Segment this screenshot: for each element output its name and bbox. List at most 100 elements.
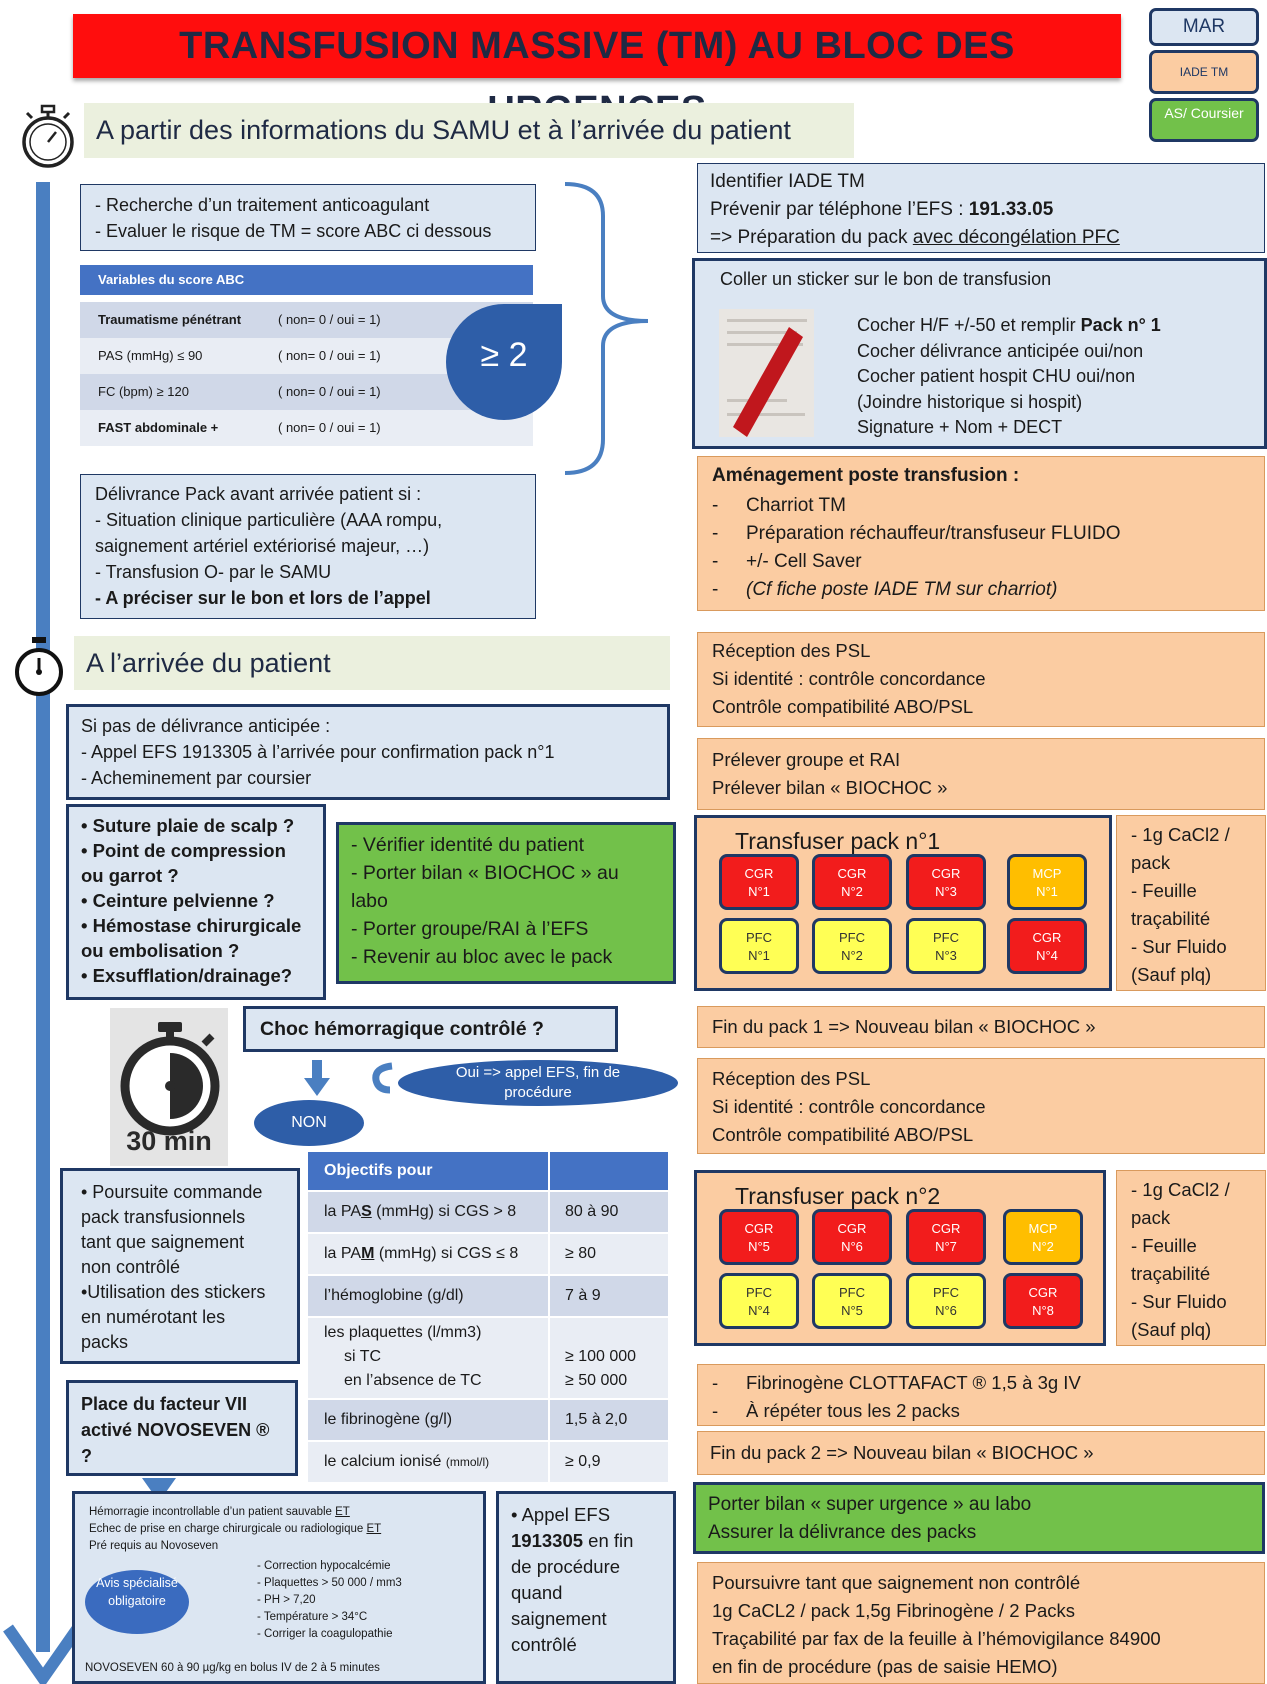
pack-note-line: - 1g CaCl2 / <box>1131 824 1230 845</box>
delivrance-line: - Transfusion O- par le SAMU <box>95 562 332 582</box>
pack-note-line: - Feuille <box>1131 880 1197 901</box>
poursuivre-line: 1g CaCL2 / pack 1,5g Fibrinogène / 2 Pac… <box>712 1600 1076 1621</box>
poursuite-line: non contrôlé <box>81 1257 181 1277</box>
amenagement-item: -+/- Cell Saver <box>712 551 862 572</box>
fin-pack-2: Fin du pack 2 => Nouveau bilan « BIOCHOC… <box>697 1431 1265 1475</box>
super-urgence-line: Porter bilan « super urgence » au labo <box>708 1494 1032 1515</box>
poursuite-line: •Utilisation des stickers <box>81 1282 266 1302</box>
novoseven-q-line: Place du facteur VII <box>81 1394 248 1414</box>
stopwatch-icon <box>22 104 74 168</box>
iade-text: => Préparation du pack <box>710 227 913 248</box>
delivrance-line: saignement artériel extériorisé majeur, … <box>95 536 430 556</box>
coursier-item: labo <box>351 890 388 912</box>
curved-arrow-icon <box>372 1062 393 1094</box>
anticoag-line: - Evaluer le risque de TM = score ABC ci… <box>95 221 492 241</box>
efs-phone: 191.33.05 <box>968 199 1054 220</box>
abc-label: FC (bpm) ≥ 120 <box>98 384 189 399</box>
pack-2-notes: - 1g CaCl2 / pack - Feuille traçabilité … <box>1116 1170 1266 1346</box>
sticker-image <box>719 309 814 437</box>
threshold-drop <box>446 304 562 420</box>
pack-note-line: (Sauf plq) <box>1131 1319 1212 1340</box>
poursuivre-line: Poursuivre tant que saignement non contr… <box>712 1572 1081 1593</box>
role-badge-iade: IADE TM <box>1149 50 1259 94</box>
anticoag-line: - Recherche d’un traitement anticoagulan… <box>95 195 430 215</box>
poursuite-line: pack transfusionnels <box>81 1207 246 1227</box>
amenagement-text: +/- Cell Saver <box>746 551 862 572</box>
sticker-pack: Pack n° 1 <box>1080 315 1161 335</box>
timer-label: 30 min <box>126 1126 212 1156</box>
objective-row: le calcium ionisé (mmol/l)≥ 0,9 <box>308 1442 668 1482</box>
sticker-line: Cocher H/F +/-50 et remplir Pack n° 1 <box>857 313 1161 339</box>
sticker-line: Cocher patient hospit CHU oui/non <box>857 366 1136 386</box>
criteria-item: - Corriger la coagulopathie <box>257 1628 393 1640</box>
iade-underlined: avec décongélation PFC <box>912 227 1120 248</box>
iade-line: Identifier IADE TM <box>710 171 865 192</box>
abc-table-header: Variables du score ABC <box>80 265 533 295</box>
novoseven-question: Place du facteur VII activé NOVOSEVEN ® … <box>66 1380 298 1476</box>
abc-score: ( non= 0 / oui = 1) <box>278 312 381 327</box>
hemostase-item: ou garrot ? <box>81 865 179 886</box>
criteria-item: - PH > 7,20 <box>257 1594 316 1606</box>
reception-line: Réception des PSL <box>712 640 871 661</box>
pack-note-line: traçabilité <box>1131 1263 1211 1284</box>
pack-note-line: - Sur Fluido <box>1131 1291 1227 1312</box>
timeline-arrow <box>36 182 50 1652</box>
hemostase-item: • Hémostase chirurgicale <box>81 915 302 936</box>
appel-line: de procédure <box>511 1556 621 1577</box>
objective-row: la PAM (mmHg) si CGS ≤ 8≥ 80 <box>308 1234 668 1274</box>
poursuite-line: tant que saignement <box>81 1232 245 1252</box>
down-arrow-icon <box>304 1060 330 1096</box>
objectives-title: Objectifs pour <box>324 1162 433 1179</box>
hemostase-item: ou embolisation ? <box>81 940 240 961</box>
abc-score: ( non= 0 / oui = 1) <box>278 420 381 435</box>
hemostase-item: • Exsufflation/drainage? <box>81 965 293 986</box>
anticoagulant-box: - Recherche d’un traitement anticoagulan… <box>80 184 536 251</box>
objective-row: l’hémoglobine (g/dl)7 à 9 <box>308 1276 668 1316</box>
coursier-item: - Porter groupe/RAI à l’EFS <box>351 918 589 940</box>
objectives-header: Objectifs pour <box>308 1152 668 1190</box>
section-1-title: A partir des informations du SAMU et à l… <box>84 103 854 158</box>
down-triangle-icon <box>142 1478 176 1502</box>
stopwatch-icon <box>15 637 63 696</box>
criteria-item: - Correction hypocalcémie <box>257 1560 391 1572</box>
fibrinogene-box: -Fibrinogène CLOTTAFACT ® 1,5 à 3g IV -À… <box>697 1364 1265 1426</box>
criteria-item: - Plaquettes > 50 000 / mm3 <box>257 1577 402 1589</box>
novoseven-line: Pré requis au Novoseven <box>89 1540 219 1552</box>
reception-line: Réception des PSL <box>712 1068 871 1089</box>
pack-note-line: - 1g CaCl2 / <box>1131 1179 1230 1200</box>
reception-line: Si identité : contrôle concordance <box>712 668 986 689</box>
pack-2-title: Transfuser pack n°2 <box>735 1183 941 1209</box>
pack-1-title: Transfuser pack n°1 <box>735 828 941 854</box>
hemostase-item: • Ceinture pelvienne ? <box>81 890 275 911</box>
abc-label: PAS (mmHg) ≤ 90 <box>98 348 203 363</box>
non-ellipse: NON <box>254 1100 364 1146</box>
hemostase-item: • Point de compression <box>81 840 286 861</box>
amenagement-text: Préparation réchauffeur/transfuseur FLUI… <box>746 523 1121 544</box>
pack-note-line: (Sauf plq) <box>1131 964 1212 985</box>
section-2-title: A l’arrivée du patient <box>74 636 670 690</box>
iade-line: => Préparation du pack avec décongélatio… <box>710 224 1264 252</box>
pack-note-line: - Feuille <box>1131 1235 1197 1256</box>
down-arrow-icon <box>3 1624 83 1684</box>
pack-note-line: - Sur Fluido <box>1131 936 1227 957</box>
fibrinogene-text: À répéter tous les 2 packs <box>746 1400 960 1421</box>
delivrance-line: Délivrance Pack avant arrivée patient si… <box>95 484 422 504</box>
sticker-instructions: Cocher H/F +/-50 et remplir Pack n° 1 Co… <box>857 313 1161 441</box>
coursier-item: - Vérifier identité du patient <box>351 834 585 856</box>
role-badge-as: AS/ Coursier <box>1149 98 1259 142</box>
abc-score: ( non= 0 / oui = 1) <box>278 348 381 363</box>
amenagement-title: Aménagement poste transfusion : <box>712 465 1020 486</box>
super-urgence-line: Assurer la délivrance des packs <box>708 1522 977 1543</box>
iade-phone-line: Prévenir par téléphone l’EFS : 191.33.05 <box>710 196 1264 224</box>
appel-efs-box: • Appel EFS 1913305 en fin de procédure … <box>496 1491 676 1684</box>
abc-row: Traumatisme pénétrant( non= 0 / oui = 1) <box>80 302 533 338</box>
novoseven-q-line: activé NOVOSEVEN ® <box>81 1420 270 1440</box>
